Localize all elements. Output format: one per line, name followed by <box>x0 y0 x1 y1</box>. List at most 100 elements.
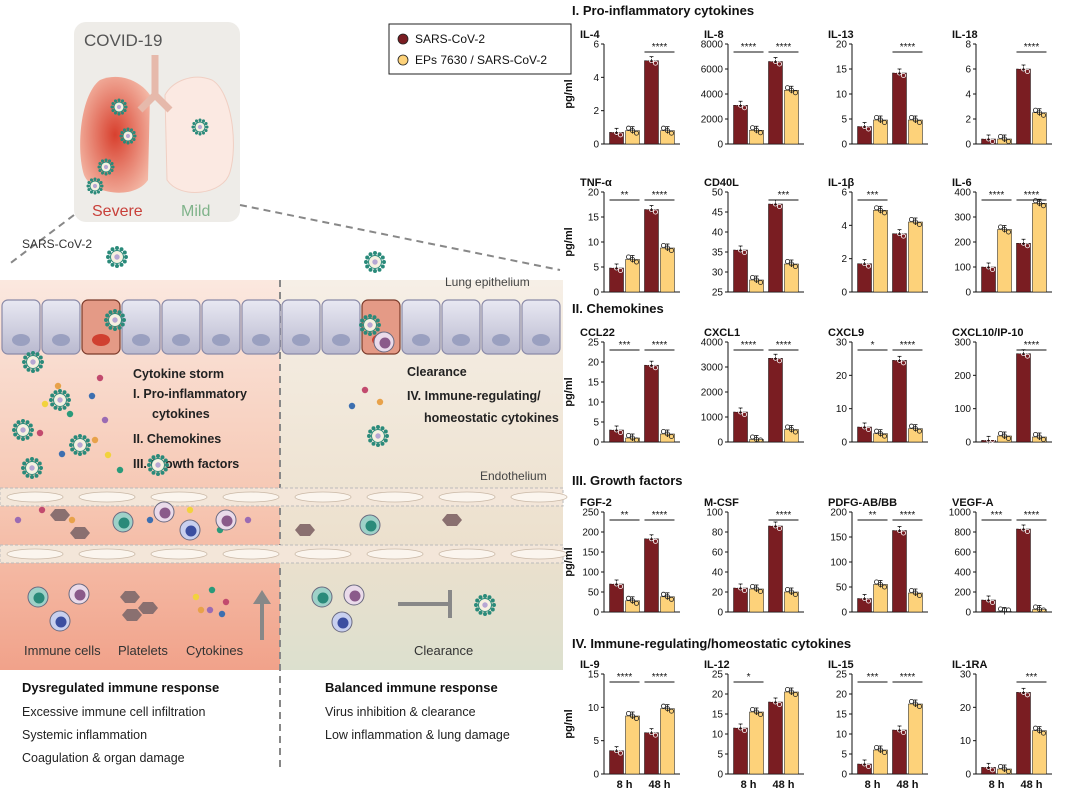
section-title-1: II. Chemokines <box>572 301 664 316</box>
y-tick-label: 3000 <box>701 363 724 374</box>
data-point <box>630 598 636 604</box>
y-tick-label: 6000 <box>701 65 724 76</box>
significance-label: **** <box>776 42 792 53</box>
data-point <box>892 725 898 731</box>
data-point <box>618 750 624 756</box>
clearance-bottom-label: Clearance <box>414 643 473 658</box>
data-point <box>990 767 996 773</box>
bar <box>892 530 907 613</box>
data-point <box>896 357 902 363</box>
y-tick-label: 5 <box>841 750 847 761</box>
y-tick-label: 100 <box>706 508 723 519</box>
significance-label: *** <box>778 190 790 201</box>
legend-box <box>388 23 572 75</box>
y-tick-label: 8000 <box>701 40 724 51</box>
data-point <box>750 707 756 713</box>
data-point <box>862 596 868 602</box>
chart-title: IL-6 <box>952 177 972 189</box>
data-point <box>618 267 624 273</box>
virus-label: SARS-CoV-2 <box>22 237 92 251</box>
y-tick-label: 15 <box>836 65 848 76</box>
data-point <box>758 589 764 595</box>
data-point <box>912 117 918 123</box>
y-axis-label: pg/ml <box>563 547 575 576</box>
section-title-0: I. Pro-inflammatory cytokines <box>572 3 754 18</box>
y-tick-label: 20 <box>836 690 848 701</box>
platelet-icon <box>70 527 90 539</box>
chart-title: TNF-α <box>580 177 612 189</box>
data-point <box>742 588 748 594</box>
y-tick-label: 200 <box>954 371 971 382</box>
virus-icon <box>49 389 71 411</box>
data-point <box>668 247 674 253</box>
data-point <box>916 428 922 434</box>
data-point <box>1040 112 1046 118</box>
y-tick-label: 0 <box>965 770 971 781</box>
y-tick-label: 25 <box>836 670 848 681</box>
y-tick-label: 100 <box>582 568 599 579</box>
chart-title: M-CSF <box>704 497 739 509</box>
data-point <box>982 435 988 441</box>
data-point <box>750 274 756 280</box>
data-point <box>1002 136 1008 142</box>
y-tick-label: 100 <box>954 404 971 415</box>
bar <box>768 701 783 775</box>
data-point <box>908 115 914 121</box>
virus-icon <box>367 425 389 447</box>
chart-title: IL-4 <box>580 29 600 41</box>
data-point <box>1040 203 1046 209</box>
bar <box>733 105 748 145</box>
data-point <box>758 130 764 136</box>
data-point <box>772 201 778 207</box>
cytokine-dot <box>197 606 205 614</box>
svg-text:Systemic inflammation: Systemic inflammation <box>22 728 147 742</box>
immune-cells-label: Immune cells <box>24 643 101 658</box>
data-point <box>660 703 666 709</box>
data-point <box>776 526 782 532</box>
y-tick-label: 4000 <box>701 338 724 349</box>
chart-title: IL-18 <box>952 29 978 41</box>
data-point <box>896 528 902 534</box>
data-point <box>892 68 898 74</box>
data-point <box>998 764 1004 770</box>
significance-label: **** <box>1024 190 1040 201</box>
data-point <box>772 523 778 529</box>
bar <box>873 119 888 145</box>
data-point <box>896 231 902 237</box>
data-point <box>908 423 914 429</box>
data-point <box>660 125 666 131</box>
virus-icon <box>474 594 496 616</box>
y-tick-label: 45 <box>712 208 724 219</box>
svg-text:IV. Immune-regulating/: IV. Immune-regulating/ <box>407 389 541 403</box>
data-point <box>862 124 868 130</box>
svg-text:II. Chemokines: II. Chemokines <box>133 432 221 446</box>
bar <box>625 259 640 293</box>
mild-label: Mild <box>181 203 210 220</box>
data-point <box>648 730 654 736</box>
data-point <box>652 209 658 215</box>
data-point <box>998 224 1004 230</box>
data-point <box>982 133 988 139</box>
data-point <box>916 221 922 227</box>
y-tick-label: 5 <box>717 750 723 761</box>
epithelial-cell <box>241 299 281 355</box>
y-tick-label: 50 <box>836 583 848 594</box>
data-point <box>788 261 794 267</box>
epithelium-label: Lung epithelium <box>445 275 530 289</box>
data-point <box>912 219 918 225</box>
data-point <box>986 764 992 770</box>
data-point <box>792 692 798 698</box>
y-tick-label: 20 <box>836 40 848 51</box>
data-point <box>630 435 636 441</box>
y-tick-label: 0 <box>717 140 723 151</box>
data-point <box>900 233 906 239</box>
data-point <box>626 595 632 601</box>
data-point <box>630 713 636 719</box>
y-tick-label: 150 <box>582 548 599 559</box>
data-point <box>610 424 616 430</box>
